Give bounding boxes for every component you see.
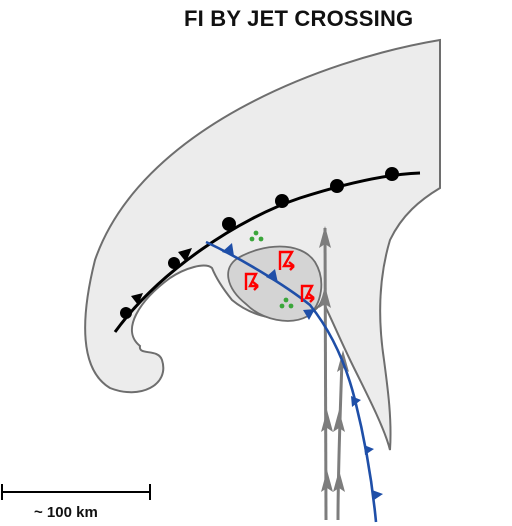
cold-front-triangle-icon <box>372 490 383 500</box>
jet-arrow-icon <box>321 470 333 492</box>
warm-front-semicircle-icon <box>275 194 289 208</box>
lightning-symbols <box>244 250 315 303</box>
diagram-title: FI BY JET CROSSING <box>184 6 414 31</box>
scale-bar-label: ~ 100 km <box>34 504 98 521</box>
lightning-icon <box>300 284 315 303</box>
warm-front-semicircle-icon <box>120 307 132 319</box>
warm-front-semicircle-icon <box>385 167 399 181</box>
warm-front-semicircle-icon <box>330 179 344 193</box>
cloud-band <box>84 38 441 451</box>
jet-arrow-icon <box>333 470 345 492</box>
cold-front-line <box>205 240 378 523</box>
jet-arrow-icon <box>319 226 331 248</box>
cold-front-symbols <box>222 243 383 500</box>
cold-front-triangle-icon <box>351 396 361 407</box>
shower-dots-icon <box>279 297 294 309</box>
jet-arrow-icon <box>319 286 331 308</box>
cold-front-triangle-icon <box>364 445 374 455</box>
warm-front-semicircle-icon <box>168 257 180 269</box>
warm-front-symbols <box>120 167 399 319</box>
cold-front-triangle-icon <box>222 243 234 256</box>
jet-arrow-icon <box>321 410 333 432</box>
cold-front-triangle-icon <box>303 309 315 320</box>
jet-arrow-icon <box>333 410 345 432</box>
lightning-icon <box>278 250 295 271</box>
cold-occluded-triangle-icon <box>131 293 143 305</box>
shower-dots-icon <box>249 230 264 242</box>
lightning-icon <box>244 272 259 291</box>
jet-axis-left <box>336 359 344 521</box>
scale-bar <box>1 484 151 500</box>
cold-front-triangle-icon <box>266 269 278 283</box>
warm-front-semicircle-icon <box>222 217 236 231</box>
precip-symbols <box>249 230 294 309</box>
cold-occluded-triangle-icon <box>178 248 192 262</box>
